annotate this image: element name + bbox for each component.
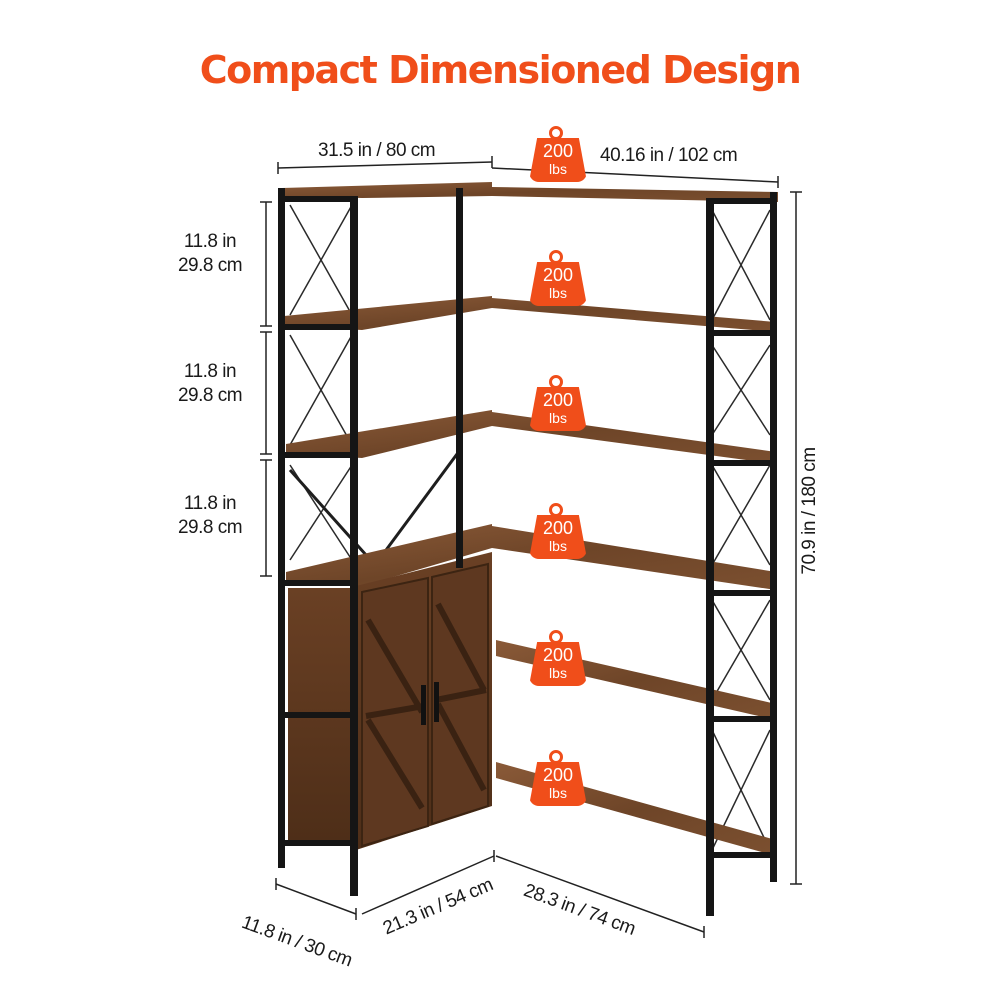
load-value: 200 [542,645,574,665]
weight-icon [529,387,587,431]
shelf-gap-in: 11.8 in [183,231,237,252]
weight-icon [529,138,587,182]
weight-ring-icon [549,630,563,644]
load-badge: 200 lbs [529,750,589,814]
metal-frame [278,188,777,916]
weight-icon [529,515,587,559]
weight-ring-icon [549,750,563,764]
weight-icon [529,262,587,306]
load-value: 200 [542,518,574,538]
shelf-gap-label-2: 11.8 in 29.8 cm [170,360,250,408]
load-value: 200 [542,390,574,410]
weight-icon [529,642,587,686]
load-unit: lbs [549,785,567,801]
load-badge: 200 lbs [529,630,589,694]
load-unit: lbs [549,285,567,301]
load-badge: 200 lbs [529,503,589,567]
load-unit: lbs [549,161,567,177]
load-unit: lbs [549,410,567,426]
shelf-gap-label-1: 11.8 in 29.8 cm [170,230,250,278]
shelf-gap-cm: 29.8 cm [177,517,243,538]
dimension-height: 70.9 in / 180 cm [799,447,820,575]
load-badge: 200 lbs [529,250,589,314]
load-unit: lbs [549,538,567,554]
middle-diagonal-braces [288,449,462,567]
page-title: Compact Dimensioned Design [199,48,802,92]
shelf-gap-label-3: 11.8 in 29.8 cm [170,492,250,540]
shelf-gap-cm: 29.8 cm [177,255,243,276]
weight-ring-icon [549,250,563,264]
weight-ring-icon [549,126,563,140]
shelf-gap-cm: 29.8 cm [177,385,243,406]
weight-icon [529,762,587,806]
load-badge: 200 lbs [529,126,589,190]
weight-ring-icon [549,503,563,517]
load-value: 200 [542,765,574,785]
load-unit: lbs [549,665,567,681]
weight-ring-icon [549,375,563,389]
load-value: 200 [542,141,574,161]
dimension-top-left: 31.5 in / 80 cm [318,140,436,161]
cabinet [288,552,492,850]
dimension-top-right: 40.16 in / 102 cm [600,145,738,166]
shelf-gap-in: 11.8 in [183,493,237,514]
load-badge: 200 lbs [529,375,589,439]
load-value: 200 [542,265,574,285]
shelf-gap-in: 11.8 in [183,361,237,382]
right-cross-braces [711,209,771,851]
